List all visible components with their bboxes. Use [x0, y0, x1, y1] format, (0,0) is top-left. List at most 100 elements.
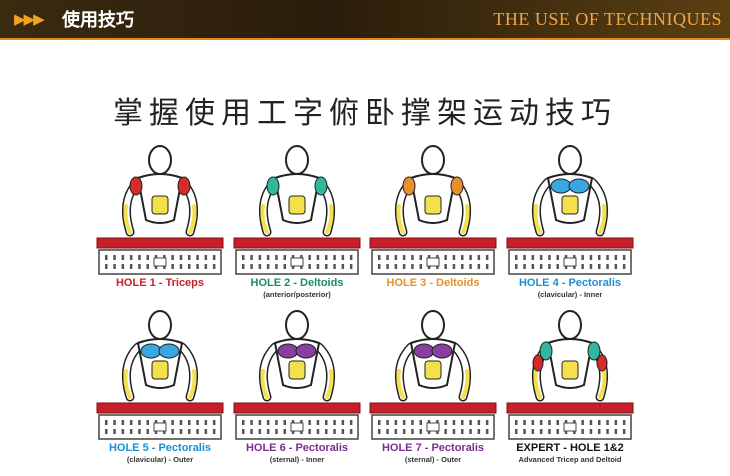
board-hole — [452, 264, 456, 269]
board-hole — [589, 255, 593, 260]
board-hole — [121, 429, 125, 434]
board-hole — [308, 255, 311, 260]
board-hole — [622, 420, 626, 425]
left-chest-muscle — [550, 178, 572, 194]
board-hole — [105, 255, 108, 260]
board-hole — [581, 420, 584, 425]
board-hole — [308, 420, 311, 425]
right-shoulder-muscle — [314, 176, 328, 196]
pushup-illustration — [233, 310, 361, 440]
board-hole — [341, 420, 345, 425]
board-hole — [266, 429, 270, 434]
board-hole — [212, 429, 216, 434]
board-hole — [283, 420, 286, 425]
board-hole — [171, 264, 174, 269]
board-logo — [153, 422, 167, 432]
pushup-board-top — [369, 237, 497, 249]
board-hole — [349, 420, 353, 425]
board-logo — [290, 257, 304, 267]
board-hole — [250, 255, 253, 260]
header-title-en: THE USE OF TECHNIQUES — [493, 9, 722, 29]
board-hole — [105, 420, 108, 425]
board-hole — [598, 420, 601, 425]
board-hole — [179, 255, 183, 260]
head — [285, 145, 309, 175]
board-hole — [539, 264, 543, 269]
right-forearm-muscle — [598, 204, 607, 234]
head — [285, 310, 309, 340]
head — [148, 145, 172, 175]
board-hole — [196, 429, 199, 434]
board-hole — [146, 429, 149, 434]
board-hole — [204, 429, 208, 434]
board-hole — [614, 420, 618, 425]
technique-caption: HOLE 2 - Deltoids — [250, 277, 344, 289]
board-hole — [113, 429, 116, 434]
board-hole — [515, 420, 518, 425]
right-forearm-muscle — [461, 369, 470, 399]
board-hole — [146, 255, 149, 260]
board-hole — [378, 255, 381, 260]
board-hole — [606, 429, 609, 434]
board-hole — [386, 420, 389, 425]
board-hole — [349, 255, 353, 260]
board-hole — [411, 420, 414, 425]
right-forearm-muscle — [325, 204, 334, 234]
right-forearm-muscle — [325, 369, 334, 399]
board-hole — [402, 429, 406, 434]
board-hole — [333, 264, 336, 269]
technique-caption: HOLE 4 - Pectoralis — [518, 277, 622, 289]
board-hole — [452, 420, 456, 425]
pushup-illustration — [233, 145, 361, 275]
technique-subcaption: (sternal) - Inner — [269, 455, 325, 464]
board-logo — [563, 257, 577, 267]
left-shoulder-muscle — [402, 176, 416, 196]
pushup-board-top — [233, 237, 361, 249]
board-hole — [266, 255, 270, 260]
left-tricep-muscle — [532, 354, 544, 372]
board-hole — [378, 264, 381, 269]
technique-caption: HOLE 6 - Pectoralis — [245, 442, 349, 454]
right-shoulder-muscle — [450, 176, 464, 196]
technique-caption: HOLE 7 - Pectoralis — [381, 442, 485, 454]
head — [148, 310, 172, 340]
board-hole — [469, 429, 472, 434]
board-hole — [411, 255, 414, 260]
board-hole — [622, 264, 626, 269]
head — [558, 145, 582, 175]
board-hole — [548, 264, 551, 269]
left-chest-muscle — [413, 343, 435, 359]
board-hole — [316, 264, 320, 269]
board-hole — [179, 420, 183, 425]
board-hole — [378, 420, 381, 425]
board-hole — [171, 255, 174, 260]
right-forearm-muscle — [188, 369, 197, 399]
left-shoulder-muscle — [539, 341, 553, 361]
board-hole — [316, 420, 320, 425]
technique-card: HOLE 3 - Deltoids — [368, 140, 498, 290]
board-hole — [556, 420, 559, 425]
board-hole — [105, 264, 108, 269]
board-hole — [589, 420, 593, 425]
board-hole — [113, 420, 116, 425]
left-forearm-muscle — [260, 369, 269, 399]
board-hole — [179, 429, 183, 434]
board-hole — [477, 429, 481, 434]
board-hole — [129, 420, 133, 425]
board-hole — [485, 420, 489, 425]
board-hole — [477, 264, 481, 269]
right-forearm-muscle — [188, 204, 197, 234]
board-hole — [129, 264, 133, 269]
board-hole — [188, 429, 191, 434]
head — [558, 310, 582, 340]
technique-card: HOLE 7 - Pectoralis(sternal) - Outer — [368, 305, 498, 464]
pushup-board-top — [506, 237, 634, 249]
board-hole — [171, 429, 174, 434]
technique-card: HOLE 6 - Pectoralis(sternal) - Inner — [232, 305, 362, 464]
abs-muscle — [151, 360, 169, 380]
technique-subcaption: (clavicular) - Outer — [126, 455, 194, 464]
board-hole — [419, 420, 422, 425]
board-hole — [548, 420, 551, 425]
board-hole — [212, 255, 216, 260]
main-title: 掌握使用工字俯卧撑架运动技巧 — [113, 96, 617, 131]
